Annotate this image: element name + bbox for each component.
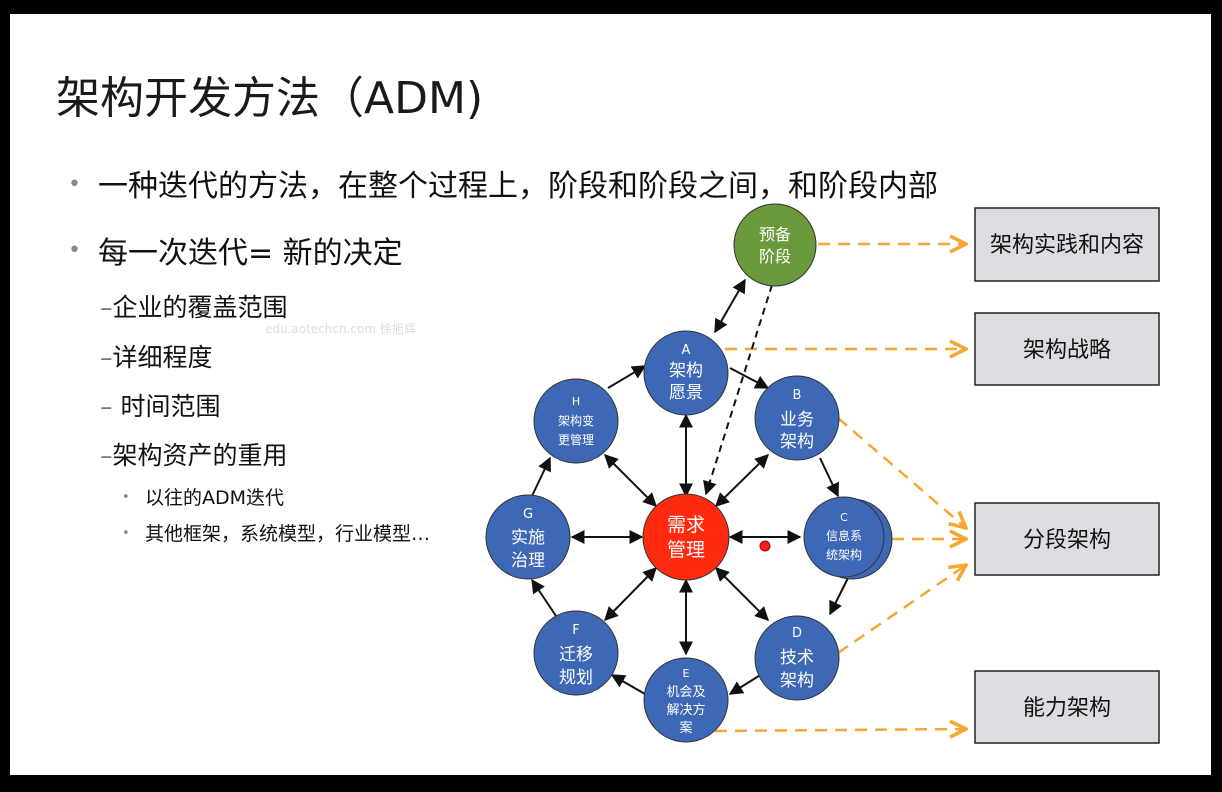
svg-text:F: F xyxy=(572,623,579,638)
svg-text:A: A xyxy=(682,343,691,358)
svg-text:机会及: 机会及 xyxy=(666,685,705,700)
svg-text:架构: 架构 xyxy=(780,432,814,452)
spoke-arrows xyxy=(570,413,802,656)
svg-text:信息系: 信息系 xyxy=(826,528,862,543)
center-b-arrow xyxy=(715,454,769,507)
svg-text:业务: 业务 xyxy=(780,410,814,430)
svg-text:架构: 架构 xyxy=(669,361,703,381)
svg-text:需求: 需求 xyxy=(667,514,705,536)
svg-text:C: C xyxy=(840,511,848,524)
center-d-arrow xyxy=(715,567,769,621)
bullet-decision: 每一次迭代= 新的决定 xyxy=(98,236,403,271)
f-to-g-arrow xyxy=(531,578,557,617)
svg-text:H: H xyxy=(572,395,580,408)
prelim-center-dashed-arrow xyxy=(703,284,773,496)
sub-item: – 时间范围 xyxy=(100,392,221,421)
svg-text:实施: 实施 xyxy=(511,528,545,548)
e-to-f-arrow xyxy=(610,674,646,695)
node-d: D 技术 架构 xyxy=(754,615,840,701)
svg-text:阶段: 阶段 xyxy=(759,247,791,266)
sub-item: –架构资产的重用 xyxy=(100,441,288,470)
box-strategy: 架构战略 xyxy=(974,312,1160,386)
svg-text:分段架构: 分段架构 xyxy=(1023,528,1111,553)
e-to-capability-arrow xyxy=(714,729,966,731)
node-h: H 架构变 更管理 xyxy=(533,378,619,464)
svg-text:管理: 管理 xyxy=(667,539,705,561)
bullet-dot: • xyxy=(68,238,81,263)
g-to-h-arrow xyxy=(531,456,551,497)
node-e: E 机会及 解决方 案 xyxy=(643,657,729,743)
bullet-dot: • xyxy=(122,490,130,505)
page-title: 架构开发方法（ADM) xyxy=(56,73,484,124)
box-capability: 能力架构 xyxy=(974,670,1160,744)
center-f-arrow xyxy=(604,567,657,621)
svg-text:迁移: 迁移 xyxy=(559,645,593,665)
svg-text:架构战略: 架构战略 xyxy=(1023,338,1111,363)
svg-text:预备: 预备 xyxy=(759,225,791,244)
watermark: edu.aotechcn.com 徐旭辉 xyxy=(265,322,416,336)
cycle-arrows xyxy=(531,278,849,695)
svg-text:E: E xyxy=(683,667,690,680)
svg-text:更管理: 更管理 xyxy=(558,432,594,447)
node-a: A 架构 愿景 xyxy=(643,330,729,416)
svg-text:B: B xyxy=(793,388,802,403)
b-to-segment-arrow xyxy=(837,417,966,528)
svg-text:架构实践和内容: 架构实践和内容 xyxy=(990,233,1144,258)
node-g: G 实施 治理 xyxy=(485,494,571,580)
node-f: F 迁移 规划 xyxy=(533,610,619,696)
svg-text:架构变: 架构变 xyxy=(558,413,594,428)
bullet-dot: • xyxy=(122,526,130,541)
h-to-a-arrow xyxy=(607,365,647,389)
node-prelim: 预备 阶段 xyxy=(733,203,817,287)
sub-item: –企业的覆盖范围 xyxy=(100,293,288,322)
node-center: 需求 管理 xyxy=(642,493,730,581)
svg-text:规划: 规划 xyxy=(559,668,593,688)
a-to-b-arrow xyxy=(729,367,770,389)
svg-text:能力架构: 能力架构 xyxy=(1023,696,1111,721)
svg-text:D: D xyxy=(792,626,802,641)
svg-text:统架构: 统架构 xyxy=(826,547,862,562)
svg-text:愿景: 愿景 xyxy=(669,383,703,403)
center-h-arrow xyxy=(604,454,657,507)
node-b: B 业务 架构 xyxy=(754,375,840,461)
subsub-item: 其他框架，系统模型，行业模型… xyxy=(145,523,431,545)
prelim-a-arrow xyxy=(714,278,746,334)
svg-text:G: G xyxy=(523,507,533,522)
pointer-dot xyxy=(759,540,771,552)
svg-text:架构: 架构 xyxy=(780,671,814,691)
svg-text:技术: 技术 xyxy=(780,648,814,668)
svg-text:案: 案 xyxy=(679,721,692,736)
subsub-item: 以往的ADM迭代 xyxy=(145,487,285,509)
node-c: C 信息系 统架构 xyxy=(803,496,893,580)
box-segment: 分段架构 xyxy=(974,502,1160,576)
box-practice: 架构实践和内容 xyxy=(974,207,1160,282)
sub-item: –详细程度 xyxy=(100,343,213,372)
svg-text:治理: 治理 xyxy=(511,551,545,571)
d-to-segment-arrow xyxy=(837,565,966,655)
bullet-dot: • xyxy=(68,172,81,197)
svg-text:解决方: 解决方 xyxy=(666,702,705,718)
b-to-c-arrow xyxy=(819,457,839,498)
orange-arrows xyxy=(714,244,966,731)
c-to-d-arrow xyxy=(829,577,849,616)
bullet-iterative: 一种迭代的方法，在整个过程上，阶段和阶段之间，和阶段内部 xyxy=(98,169,938,204)
